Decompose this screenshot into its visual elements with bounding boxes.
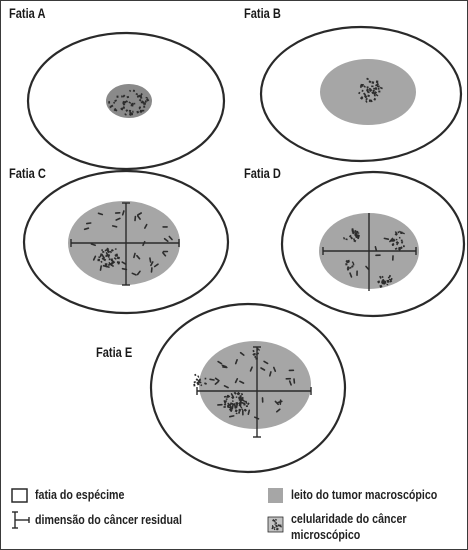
legend-tumor-bed-label: leito do tumor macroscópico [291, 487, 437, 503]
cell-mark [139, 107, 141, 109]
slice-c-label: Fatia C [9, 166, 46, 181]
legend-specimen-slice-label: fatia do espécime [35, 487, 124, 503]
cell-mark [193, 381, 196, 383]
cell-mark [132, 111, 133, 113]
cell-mark [210, 379, 214, 380]
cell-mark [87, 223, 91, 224]
cell-mark [246, 405, 248, 407]
cell-mark [230, 416, 234, 417]
cell-mark [109, 258, 111, 260]
legend-cellularity-label-line2: microscópico [291, 527, 360, 543]
cell-mark [108, 101, 110, 103]
legend-cellularity-label-line1: celularidade do câncer [291, 511, 407, 527]
cell-mark [102, 251, 104, 253]
slice-e-label: Fatia E [96, 345, 132, 360]
cell-mark [392, 244, 394, 246]
cell-mark [133, 103, 135, 105]
cell-mark [384, 238, 388, 239]
cell-mark [276, 528, 278, 530]
cell-mark [232, 405, 233, 409]
cell-mark [117, 261, 120, 263]
cell-mark [97, 259, 100, 261]
cell-mark [378, 281, 380, 283]
cell-mark [248, 410, 249, 414]
slice-b-label: Fatia B [244, 6, 281, 21]
cell-mark [270, 372, 271, 376]
cell-mark [105, 255, 107, 257]
cell-mark [401, 240, 403, 242]
cell-mark [367, 86, 369, 88]
cell-mark [243, 403, 245, 405]
cell-mark [113, 226, 117, 227]
cell-mark [194, 374, 196, 376]
cell-mark [378, 91, 380, 93]
cell-mark [353, 264, 355, 266]
cell-mark [101, 266, 102, 270]
cell-mark [134, 254, 135, 258]
cell-mark [396, 239, 398, 241]
cell-mark [378, 88, 380, 90]
cell-mark [115, 248, 117, 249]
cell-mark [205, 378, 207, 380]
cell-mark [352, 228, 354, 230]
cell-mark [377, 85, 380, 87]
cell-mark [403, 245, 405, 247]
cell-mark [101, 249, 102, 251]
cell-mark [345, 263, 347, 265]
cell-mark [254, 356, 256, 358]
cell-mark [193, 384, 195, 387]
cell-mark [375, 247, 376, 251]
cell-mark [105, 263, 108, 265]
cell-mark [223, 406, 225, 408]
legend-residual-dimension-label: dimensão do câncer residual [35, 512, 182, 528]
cell-mark [238, 397, 241, 399]
legend-tumor-bed-swatch [268, 488, 283, 503]
cell-mark [133, 90, 135, 92]
legend-specimen-slice-swatch [12, 489, 27, 502]
cell-mark [129, 110, 131, 112]
cell-mark [371, 86, 373, 88]
cell-mark [85, 228, 89, 229]
cell-mark [197, 375, 199, 378]
cell-mark [239, 409, 241, 411]
cell-mark [376, 81, 378, 83]
cell-mark [199, 382, 201, 384]
legend-residual-dimension-symbol [12, 512, 29, 528]
slice-d-label: Fatia D [244, 166, 281, 181]
cell-mark [238, 412, 240, 414]
slice-a-label: Fatia A [9, 6, 46, 21]
cell-mark [143, 106, 145, 108]
cell-mark [371, 81, 374, 84]
slice-a-cellularity [106, 84, 152, 118]
cell-mark [275, 522, 277, 524]
cell-mark [374, 95, 376, 97]
cell-mark [150, 258, 151, 262]
cell-mark [226, 398, 228, 400]
cell-mark [116, 96, 118, 98]
cell-mark [362, 90, 364, 92]
